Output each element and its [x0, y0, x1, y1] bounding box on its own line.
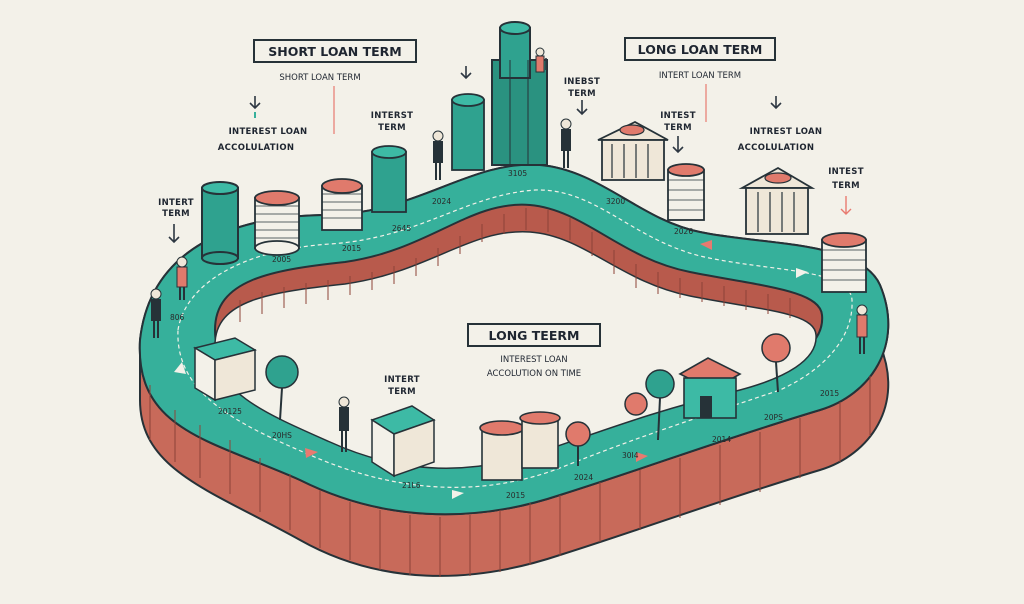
label-term: TERM — [832, 181, 860, 191]
route-line — [177, 189, 853, 488]
long-loan-subtitle: INTERT LOAN TERM — [659, 71, 741, 81]
arrow-marker — [700, 240, 712, 250]
year-label: 2024 — [574, 473, 593, 482]
cash-stack-left — [193, 337, 257, 402]
short-loan-subtitle: SHORT LOAN TERM — [279, 73, 360, 83]
column-buildings-bottom — [479, 411, 561, 481]
label-accolulation: ACCOLULATION — [218, 143, 295, 153]
label-intest: INTEST — [660, 111, 696, 121]
arrow-marker — [305, 448, 318, 458]
bank-building-2 — [738, 166, 816, 235]
label-intert-bottom: INTERT — [384, 375, 420, 385]
label-interest-loan-right: INTREST LOAN — [750, 127, 823, 137]
year-label: 2015 — [506, 491, 525, 500]
label-term: TERM — [388, 387, 416, 397]
arrow-marker — [174, 362, 186, 374]
year-label: 2014 — [712, 435, 731, 444]
year-label: 3200 — [606, 197, 625, 206]
person — [432, 130, 444, 180]
label-inebst: INEBST — [564, 77, 600, 87]
year-label: 21L6 — [402, 481, 421, 490]
house — [678, 357, 742, 419]
year-label: 806 — [170, 313, 185, 322]
person — [176, 256, 188, 300]
trees — [265, 333, 791, 466]
year-label: 2015 — [820, 389, 839, 398]
label-term: TERM — [378, 123, 406, 133]
long-loan-box: LONG LOAN TERM INTERT LOAN TERM — [624, 37, 776, 81]
arrow-marker — [452, 490, 464, 499]
tall-tower — [491, 21, 548, 166]
red-coin-stack-1 — [254, 190, 300, 256]
teal-pillar-left — [201, 181, 239, 265]
tree — [565, 421, 591, 447]
cash-stack-bottom — [370, 405, 436, 478]
label-accolulation-right: ACCOLULATION — [738, 143, 815, 153]
year-label: 2005 — [272, 255, 291, 264]
label-intert: INTERT — [158, 198, 194, 208]
year-label: 2024 — [432, 197, 451, 206]
label-interst: INTERST — [371, 111, 413, 121]
person — [535, 47, 545, 73]
teal-tower — [451, 93, 485, 171]
label-term: TERM — [162, 209, 190, 219]
year-label: 2645 — [392, 224, 411, 233]
long-term-subtitle-2: ACCOLUTION ON TIME — [487, 369, 581, 379]
tree — [624, 392, 648, 416]
label-term: TERM — [664, 123, 692, 133]
tree — [265, 355, 299, 389]
tree — [645, 369, 675, 399]
wall-stripes — [239, 208, 791, 322]
long-loan-title: LONG LOAN TERM — [638, 42, 763, 57]
year-label: 20PS — [764, 413, 783, 422]
person — [856, 304, 868, 354]
year-label: 3105 — [508, 169, 527, 178]
coin-stack-right — [667, 163, 705, 221]
long-term-box: LONG TEERM INTEREST LOAN ACCOLUTION ON T… — [467, 323, 601, 379]
bank-building-1 — [597, 120, 669, 181]
person — [338, 396, 350, 452]
short-loan-box: SHORT LOAN TERM SHORT LOAN TERM — [253, 39, 417, 83]
year-label: 20125 — [218, 407, 242, 416]
year-label: 20HS — [272, 431, 292, 440]
year-label: 2026 — [674, 227, 693, 236]
track-arrows — [174, 240, 808, 499]
person — [560, 118, 572, 168]
coin-stack-far-right — [821, 232, 867, 293]
people — [150, 47, 868, 452]
teal-coin-stack — [371, 145, 407, 213]
label-intest-right: INTEST — [828, 167, 864, 177]
label-interest-loan: INTEREST LOAN — [229, 127, 308, 137]
outer-wall-stripes — [149, 376, 871, 577]
floating-labels: INTEREST LOAN ACCOLULATION INTERT TERM I… — [158, 58, 864, 397]
short-loan-title: SHORT LOAN TERM — [268, 44, 401, 59]
person — [150, 288, 162, 338]
red-coin-stack-2 — [321, 178, 363, 231]
tree — [761, 333, 791, 363]
arrow-marker — [796, 268, 808, 278]
year-labels: 2005 2015 2645 2024 3105 3200 2026 2015 … — [170, 169, 839, 500]
year-label: 30I4 — [622, 451, 639, 460]
long-term-title: LONG TEERM — [489, 328, 580, 343]
year-label: 2015 — [342, 244, 361, 253]
label-term: TERM — [568, 89, 596, 99]
long-term-subtitle-1: INTEREST LOAN — [500, 355, 567, 365]
arrow-marker — [636, 452, 648, 462]
